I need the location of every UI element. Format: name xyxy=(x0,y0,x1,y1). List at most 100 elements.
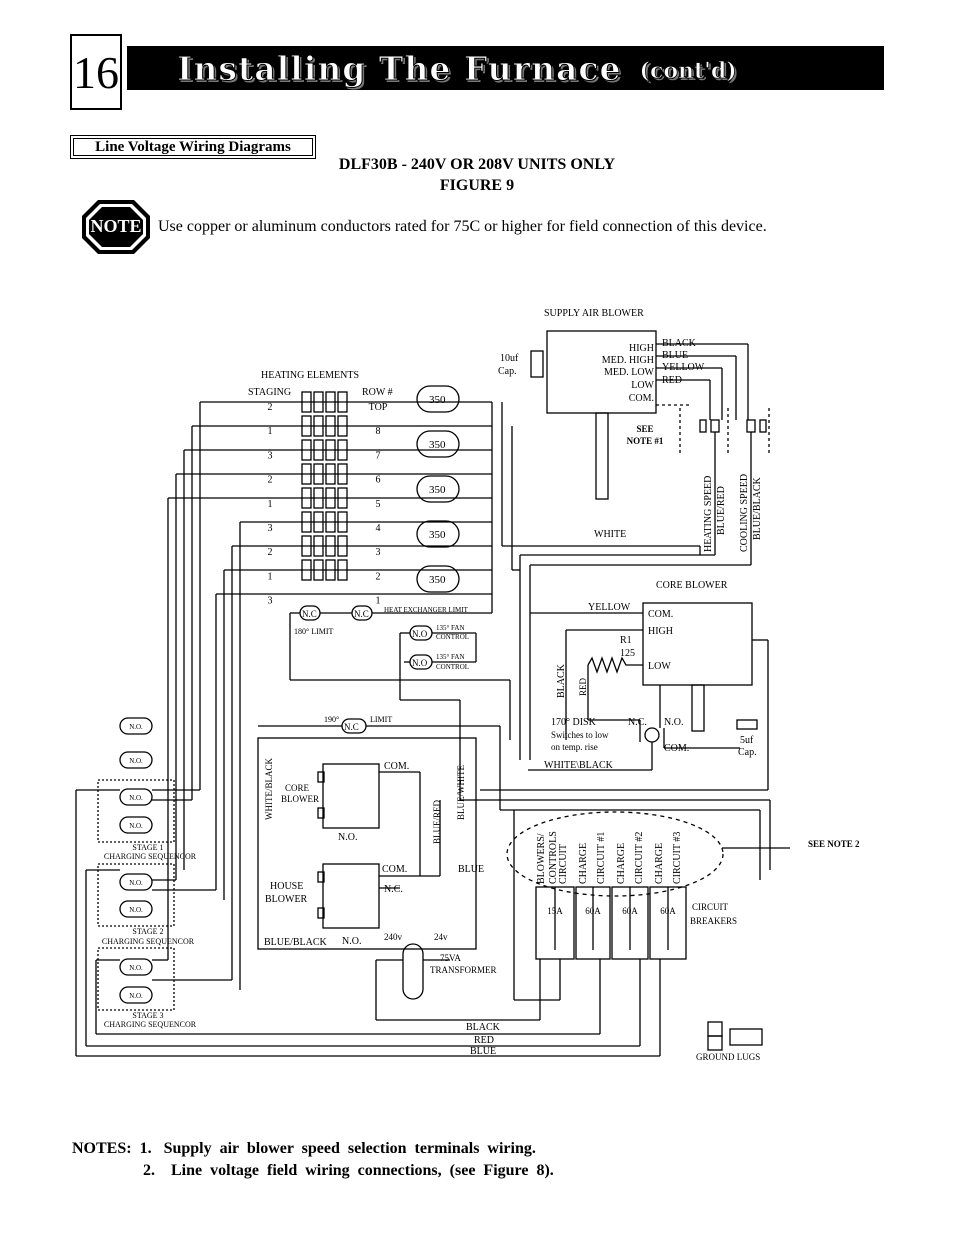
row-number: 3 xyxy=(376,547,381,558)
row-number: TOP xyxy=(369,402,388,413)
label-240v: 240v xyxy=(384,932,403,942)
label-relay-core: CORE xyxy=(285,783,310,793)
label-house-blower: HOUSE xyxy=(270,881,303,892)
diagram-title: DLF30B - 240V OR 208V UNITS ONLY xyxy=(338,156,616,173)
label-staging: STAGING xyxy=(248,387,291,398)
label-stage3-2: CHARGING SEQUENCOR xyxy=(104,1020,197,1029)
label-transformer: 75VA xyxy=(440,953,461,963)
circuit-label: CIRCUIT xyxy=(558,844,569,884)
label-stage1: STAGE 1 xyxy=(132,843,163,852)
sequencer-no-label: N.O. xyxy=(129,794,143,802)
label-white: WHITE xyxy=(594,529,626,540)
label-nc-2: N.C xyxy=(354,609,369,619)
row-number: 8 xyxy=(376,426,381,437)
figure-label: FIGURE 9 xyxy=(439,177,515,194)
label-wire-black: BLACK xyxy=(662,338,697,349)
label-blue-black: BLUE/BLACK xyxy=(264,937,328,948)
label-relay-core-com: COM. xyxy=(384,761,409,772)
circuit-label: BLOWERS/ xyxy=(536,833,547,884)
sequencer-no-label: N.O. xyxy=(129,964,143,972)
section-label-box: Line Voltage Wiring Diagrams xyxy=(70,135,316,159)
page-title-suffix: (cont'd) xyxy=(639,58,737,85)
limit-350-label: 350 xyxy=(429,484,446,496)
label-heating-speed-color: BLUE/RED xyxy=(716,486,727,535)
label-cooling-speed: COOLING SPEED xyxy=(739,474,750,552)
label-fan-2-control: CONTROL xyxy=(436,663,469,671)
breaker-rating: 60A xyxy=(660,906,676,916)
label-stage1-2: CHARGING SEQUENCOR xyxy=(104,852,197,861)
circuit-label: CIRCUIT #3 xyxy=(672,832,683,884)
breaker-rating: 15A xyxy=(547,906,563,916)
staging-number: 1 xyxy=(268,571,273,582)
label-fan-no-2: N.O xyxy=(412,658,428,668)
core-blower-shaft xyxy=(691,684,705,732)
title-banner: Installing The Furnace (cont'd) xyxy=(127,46,884,90)
label-stage2: STAGE 2 xyxy=(132,927,163,936)
sequencer-no-label: N.O. xyxy=(129,723,143,731)
label-circuit-breakers-2: BREAKERS xyxy=(690,916,737,926)
label-white-black: WHITE\BLACK xyxy=(544,760,614,771)
label-190: 190° xyxy=(324,715,339,724)
sequencer-no-labels: N.O.N.O.N.O.N.O.N.O.N.O.N.O.N.O. xyxy=(129,723,143,1000)
circuit-label: CIRCUIT #2 xyxy=(634,832,645,884)
label-bottom-blue: BLUE xyxy=(470,1046,496,1057)
label-core-blower: CORE BLOWER xyxy=(656,580,728,591)
label-relay-house-nc: N.C. xyxy=(384,884,403,895)
row-number: 2 xyxy=(376,571,381,582)
label-cap-5uf: 5uf xyxy=(740,735,754,746)
label-stage3: STAGE 3 xyxy=(132,1011,163,1020)
label-relay-core-2: BLOWER xyxy=(281,794,319,804)
circuit-label: CHARGE xyxy=(578,843,589,884)
label-blue-white-vert: BLUE/WHITE xyxy=(456,765,466,820)
label-supply-air-blower: SUPPLY AIR BLOWER xyxy=(544,308,644,319)
label-see-note1: SEE xyxy=(636,424,653,434)
circuit-label: CONTROLS xyxy=(548,831,559,884)
note-badge-text: NOTE xyxy=(90,216,141,236)
label-cap-5uf-2: Cap. xyxy=(738,747,757,758)
label-disk-com: COM. xyxy=(664,743,689,754)
circuit-label: CIRCUIT #1 xyxy=(596,832,607,884)
label-disk-no: N.O. xyxy=(664,717,683,728)
note-text: Use copper or aluminum conductors rated … xyxy=(158,218,767,235)
label-core-low: LOW xyxy=(648,661,671,672)
row-number: 4 xyxy=(376,523,381,534)
label-cap-10uf-2: Cap. xyxy=(498,366,517,377)
label-cap-10uf: 10uf xyxy=(500,353,519,364)
label-house-blower-2: BLOWER xyxy=(265,894,308,905)
circuit-label: CHARGE xyxy=(654,843,665,884)
breaker-rating: 60A xyxy=(622,906,638,916)
label-190-nc: N.C xyxy=(344,722,359,732)
page-title: Installing The Furnace xyxy=(177,48,622,88)
cap-5uf xyxy=(736,719,758,730)
page-number: 16 xyxy=(70,34,122,110)
row-number: 6 xyxy=(376,475,381,486)
staging-number: 3 xyxy=(268,596,273,607)
heating-element-coils xyxy=(301,391,348,581)
sequencer-no-label: N.O. xyxy=(129,992,143,1000)
label-180-limit: 180° LIMIT xyxy=(294,627,334,636)
row-number: 5 xyxy=(376,499,381,510)
label-r1: R1 xyxy=(620,635,632,646)
core-blower-relay xyxy=(322,763,380,829)
label-stage2-2: CHARGING SEQUENCOR xyxy=(102,937,195,946)
label-heat-exchanger-limit: HEAT EXCHANGER LIMIT xyxy=(384,606,469,614)
notes-line-1: NOTES: 1. Supply air blower speed select… xyxy=(72,1140,536,1157)
label-heating-speed: HEATING SPEED xyxy=(703,476,714,552)
staging-number: 3 xyxy=(268,523,273,534)
house-blower-relay xyxy=(322,863,380,929)
label-speed-high: HIGH xyxy=(629,343,654,354)
sequencer-no-label: N.O. xyxy=(129,822,143,830)
staging-number: 2 xyxy=(268,475,273,486)
label-24v: 24v xyxy=(434,932,448,942)
supply-blower-shaft xyxy=(595,412,609,500)
note-badge: NOTE xyxy=(82,200,150,254)
label-disk-170-3: on temp. rise xyxy=(551,742,598,752)
label-speed-com: COM. xyxy=(629,393,654,404)
staging-number: 1 xyxy=(268,426,273,437)
label-black-vert: BLACK xyxy=(556,663,567,698)
label-speed-low: LOW xyxy=(631,380,654,391)
label-relay-house-com: COM. xyxy=(382,864,407,875)
